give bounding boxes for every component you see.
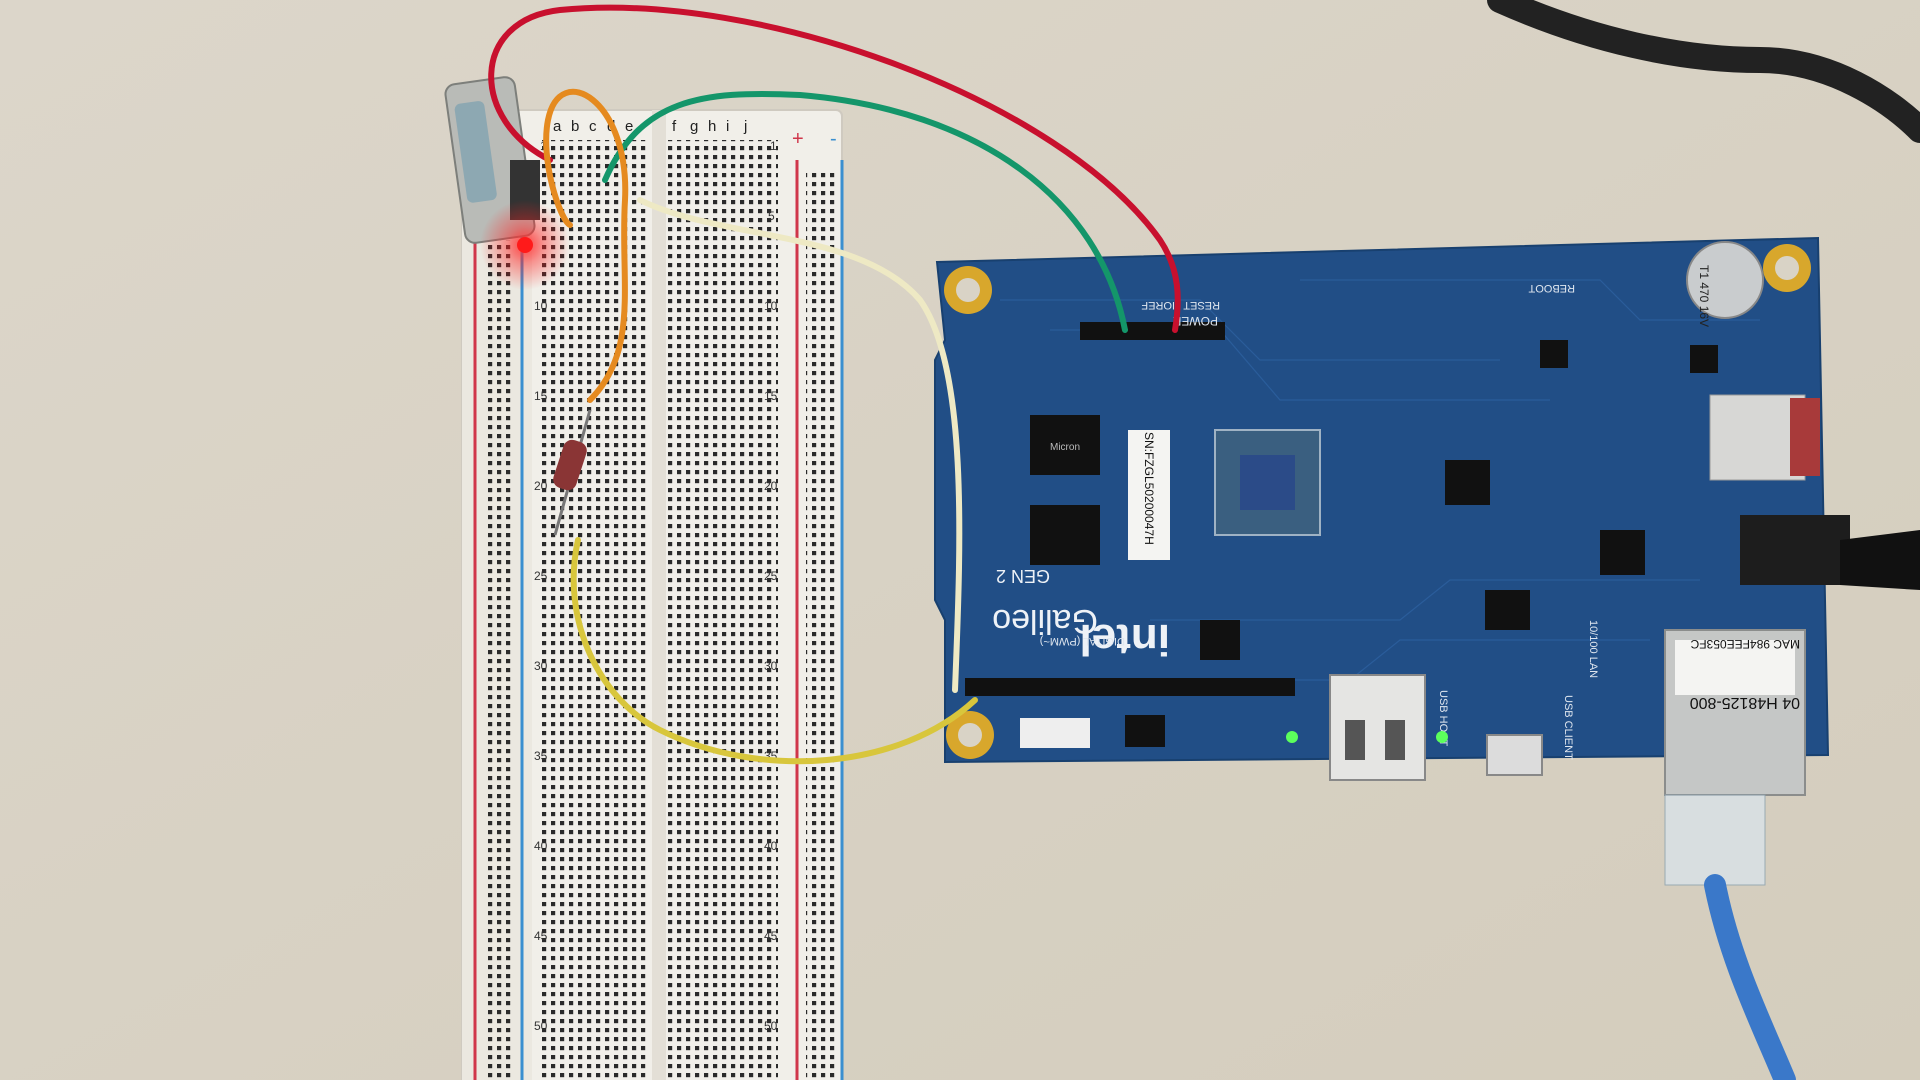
ram-chip-1 [1030,415,1100,475]
row-num-left-20: 20 [534,479,548,493]
mac-address-label: MAC 984FEE053FC [1690,637,1800,651]
cream-wire [637,197,963,693]
serial-number-label: SN:FZGL50200047H [1142,432,1156,545]
electrolytic-capacitor [1686,241,1764,319]
power-header [1080,322,1225,340]
col-letter-b: b [571,118,579,135]
power-label: POWER [1172,314,1218,328]
row-num-right-5: 5 [768,209,775,223]
orange-wire [543,88,629,403]
sensor-module [444,76,540,244]
ethernet-cable [1704,874,1796,1080]
gen2-label: GEN 2 [996,566,1050,586]
row-num-left-40: 40 [534,839,548,853]
ram-chip-label: Micron [1050,442,1080,453]
rail-plus-sign: + [792,128,804,150]
red-wire [488,4,1181,333]
ram-chip-2 [1030,505,1100,565]
black-power-cable [1487,0,1920,143]
status-led-2 [1436,731,1448,743]
usb-client-label: USB CLIENT [1562,695,1574,760]
lan-label: 10/100 LAN [1587,620,1599,678]
resistor [553,409,592,536]
capacitor-label: T1 470 16V [1697,265,1711,327]
usb-host-port [1329,674,1426,781]
power-jack [1740,515,1850,585]
galileo-board: Micron SN:FZGL50200047H intel Galileo GE… [934,236,1850,796]
barcode-label: 04 H48125-800 [1690,694,1800,711]
col-letter-h: h [708,118,716,135]
row-num-left-30: 30 [534,659,548,673]
rj45-plug [1664,794,1766,886]
reboot-label: REBOOT [1528,282,1575,294]
digital-header [965,678,1295,696]
power-plug-cable [1840,530,1920,590]
row-num-right-50: 50 [764,1019,778,1033]
row-num-left-35: 35 [534,749,548,763]
row-num-left-25: 25 [534,569,548,583]
col-letter-i: i [726,118,729,135]
row-num-right-25: 25 [764,569,778,583]
col-letter-g: g [690,118,698,135]
sd-card-slot [1709,394,1806,481]
row-num-right-30: 30 [764,659,778,673]
row-num-right-15: 15 [764,389,778,403]
row-num-right-1: 1 [770,139,777,153]
col-letter-j: j [743,118,747,135]
digital-label: DIGITAL (PWM~) [1040,635,1125,647]
col-letter-c: c [589,118,597,135]
galileo-logo: Galileo [992,602,1098,640]
status-led-1 [1286,731,1298,743]
col-letter-f: f [672,118,677,135]
col-letter-a: a [553,118,562,135]
row-num-left-50: 50 [534,1019,548,1033]
row-num-right-10: 10 [764,299,778,313]
rail-minus-sign: - [830,128,837,150]
col-letter-e: e [625,118,633,135]
ioref-label: IOREF [1141,299,1175,311]
row-num-left-45: 45 [534,929,548,943]
row-num-left-10: 10 [534,299,548,313]
row-num-right-40: 40 [764,839,778,853]
breadboard: a b c d e f g h i j + - 1 10 15 20 25 30… [461,109,844,1080]
row-num-right-20: 20 [764,479,778,493]
green-wire [602,90,1128,333]
yellow-wire [570,537,978,765]
red-led [517,237,533,253]
analog-header [1020,718,1090,748]
row-num-right-45: 45 [764,929,778,943]
reset-label: RESET [1183,299,1220,311]
intel-logo: intel [1080,615,1170,664]
usb-client-port [1486,734,1543,776]
row-num-left-15: 15 [534,389,548,403]
